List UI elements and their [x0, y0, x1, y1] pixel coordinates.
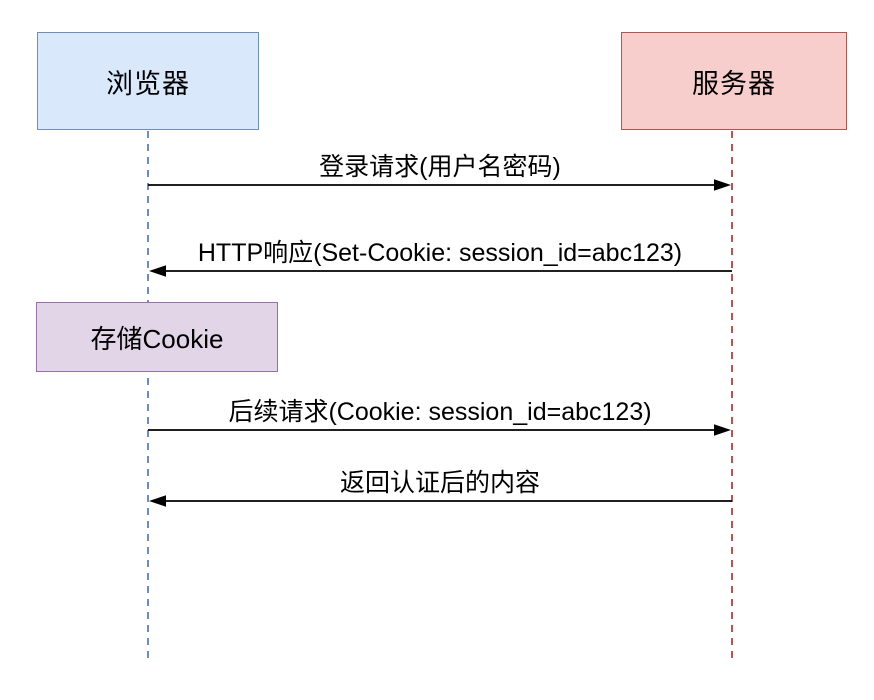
note-box-store-cookie: 存储Cookie	[36, 302, 278, 372]
message-arrowhead-subsequent-request	[714, 424, 731, 436]
note-label-store-cookie: 存储Cookie	[90, 323, 224, 354]
actor-box-server: 服务器	[621, 32, 847, 130]
message-arrowhead-login-request	[714, 179, 731, 191]
message-label-login-request: 登录请求(用户名密码)	[319, 153, 561, 181]
actor-label-server: 服务器	[692, 68, 776, 99]
message-label-subsequent-request: 后续请求(Cookie: session_id=abc123)	[228, 398, 652, 426]
actor-label-browser: 浏览器	[106, 68, 190, 99]
message-label-http-response: HTTP响应(Set-Cookie: session_id=abc123)	[197, 239, 683, 267]
actor-box-browser: 浏览器	[37, 32, 259, 130]
message-arrowhead-http-response	[149, 265, 166, 277]
message-label-auth-content: 返回认证后的内容	[339, 469, 540, 497]
message-arrowhead-auth-content	[149, 495, 166, 507]
